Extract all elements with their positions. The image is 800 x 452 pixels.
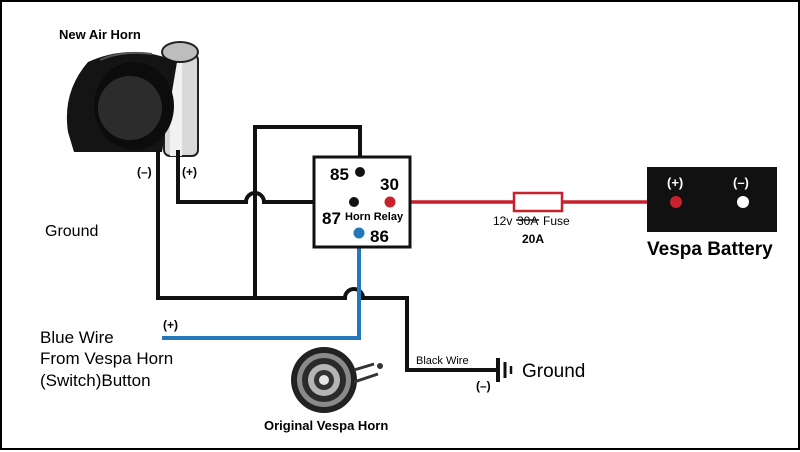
- black-wires: [156, 125, 496, 372]
- relay-pin-87: 87: [322, 209, 341, 228]
- battery-pos-label: (+): [667, 175, 683, 190]
- fuse: 12v 30A Fuse 20A: [493, 191, 570, 246]
- blue-wire-line1: Blue Wire: [40, 328, 114, 347]
- battery-pos-terminal: [670, 196, 682, 208]
- relay-pin-30: 30: [380, 175, 399, 194]
- blue-wire-line2: From Vespa Horn: [40, 349, 173, 368]
- wire-85-loop: [253, 125, 362, 298]
- relay-pin-85-dot: [355, 167, 365, 177]
- relay-label: Horn Relay: [345, 211, 404, 223]
- original-vespa-horn: Original Vespa Horn: [264, 347, 388, 433]
- battery-neg-label: (–): [733, 175, 749, 190]
- fuse-struck-value: 30A: [517, 214, 538, 228]
- blue-wire-line3: (Switch)Button: [40, 371, 151, 390]
- air-horn-neg-label: (–): [137, 165, 152, 179]
- blue-wire-polarity: (+): [163, 318, 178, 332]
- battery-neg-terminal: [737, 196, 749, 208]
- ground-symbol: [496, 358, 513, 382]
- blue-wire: [162, 234, 361, 340]
- ground-label-right: Ground: [522, 361, 585, 382]
- relay-pin-85: 85: [330, 165, 349, 184]
- new-air-horn: New Air Horn (–) (+): [59, 27, 199, 179]
- original-horn-label: Original Vespa Horn: [264, 418, 388, 433]
- relay-pin-30-dot: [384, 196, 396, 208]
- relay-pin-86-dot: [353, 227, 365, 239]
- fuse-label-suffix: Fuse: [543, 214, 570, 228]
- relay-pin-87-dot: [349, 197, 359, 207]
- air-horn-pos-label: (+): [182, 165, 197, 179]
- battery-label: Vespa Battery: [647, 239, 773, 260]
- black-wire-label: Black Wire: [416, 355, 469, 367]
- relay-pin-86: 86: [370, 227, 389, 246]
- new-air-horn-title: New Air Horn: [59, 27, 141, 42]
- ground-neg-label: (–): [476, 379, 491, 393]
- fuse-corrected-value: 20A: [522, 232, 544, 246]
- horn-relay: 85 30 87 Horn Relay 86: [312, 155, 412, 249]
- vespa-battery: (+) (–) Vespa Battery: [647, 167, 777, 260]
- fuse-label-prefix: 12v: [493, 214, 512, 228]
- wire-horn-neg-ground: [156, 160, 496, 372]
- ground-label-left: Ground: [45, 223, 98, 240]
